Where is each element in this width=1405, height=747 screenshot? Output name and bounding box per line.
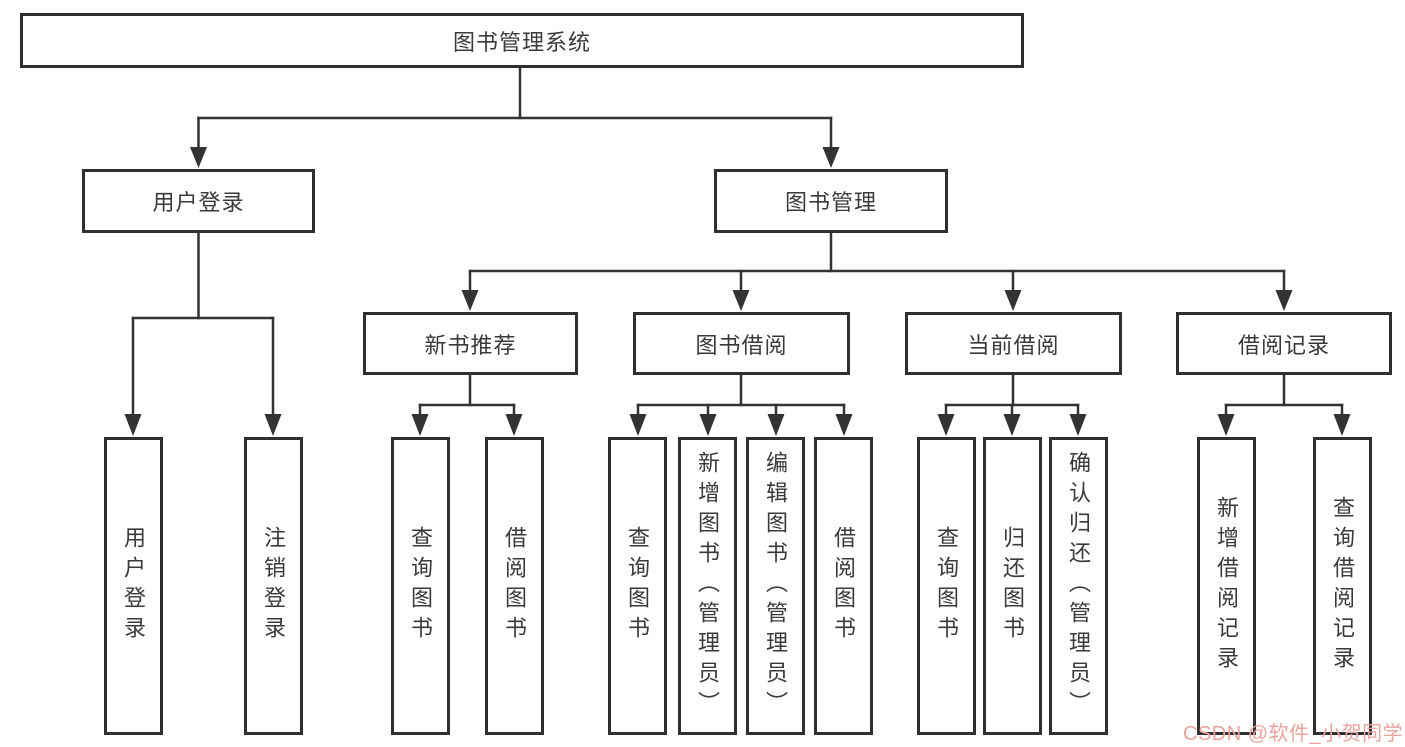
- leaf-add-books-admin-label: 新增图书（管理员）: [695, 451, 720, 721]
- leaf-query-borrow-record-label: 查询借阅记录: [1330, 496, 1355, 676]
- leaf-borrow-books-2: 借阅图书: [814, 437, 873, 735]
- leaf-user-login-label: 用户登录: [121, 526, 146, 646]
- node-new-book-recommend-label: 新书推荐: [424, 332, 517, 358]
- leaf-add-borrow-record-label: 新增借阅记录: [1214, 496, 1239, 676]
- node-current-borrow: 当前借阅: [905, 312, 1122, 375]
- node-root-label: 图书管理系统: [452, 29, 591, 55]
- leaf-logout: 注销登录: [244, 437, 303, 735]
- leaf-confirm-return-admin: 确认归还（管理员）: [1049, 437, 1108, 735]
- leaf-user-login: 用户登录: [104, 437, 163, 735]
- node-book-borrow: 图书借阅: [633, 312, 850, 375]
- node-new-book-recommend: 新书推荐: [363, 312, 578, 375]
- leaf-return-books-label: 归还图书: [1000, 526, 1025, 646]
- node-current-borrow-label: 当前借阅: [967, 332, 1060, 358]
- leaf-confirm-return-admin-label: 确认归还（管理员）: [1066, 451, 1091, 721]
- leaf-query-books-2: 查询图书: [608, 437, 667, 735]
- leaf-add-books-admin: 新增图书（管理员）: [678, 437, 737, 735]
- leaf-add-borrow-record: 新增借阅记录: [1197, 437, 1256, 735]
- leaf-borrow-books-1: 借阅图书: [485, 437, 544, 735]
- leaf-logout-label: 注销登录: [261, 526, 286, 646]
- leaf-query-books-1-label: 查询图书: [408, 526, 433, 646]
- csdn-watermark: CSDN @软件_小贺同学: [1183, 723, 1404, 745]
- node-root-system: 图书管理系统: [20, 13, 1024, 68]
- leaf-borrow-books-2-label: 借阅图书: [831, 526, 856, 646]
- node-book-management: 图书管理: [714, 169, 948, 233]
- leaf-query-books-2-label: 查询图书: [625, 526, 650, 646]
- leaf-query-books-3: 查询图书: [917, 437, 976, 735]
- node-borrow-records: 借阅记录: [1176, 312, 1392, 375]
- leaf-edit-books-admin: 编辑图书（管理员）: [746, 437, 805, 735]
- leaf-query-books-3-label: 查询图书: [934, 526, 959, 646]
- leaf-borrow-books-1-label: 借阅图书: [502, 526, 527, 646]
- leaf-return-books: 归还图书: [983, 437, 1042, 735]
- node-borrow-records-label: 借阅记录: [1237, 332, 1330, 358]
- leaf-query-borrow-record: 查询借阅记录: [1313, 437, 1372, 735]
- leaf-query-books-1: 查询图书: [391, 437, 450, 735]
- node-book-borrow-label: 图书借阅: [695, 332, 788, 358]
- leaf-edit-books-admin-label: 编辑图书（管理员）: [763, 451, 788, 721]
- node-user-login-label: 用户登录: [152, 190, 245, 215]
- node-user-login: 用户登录: [82, 169, 315, 233]
- node-book-management-label: 图书管理: [784, 190, 877, 215]
